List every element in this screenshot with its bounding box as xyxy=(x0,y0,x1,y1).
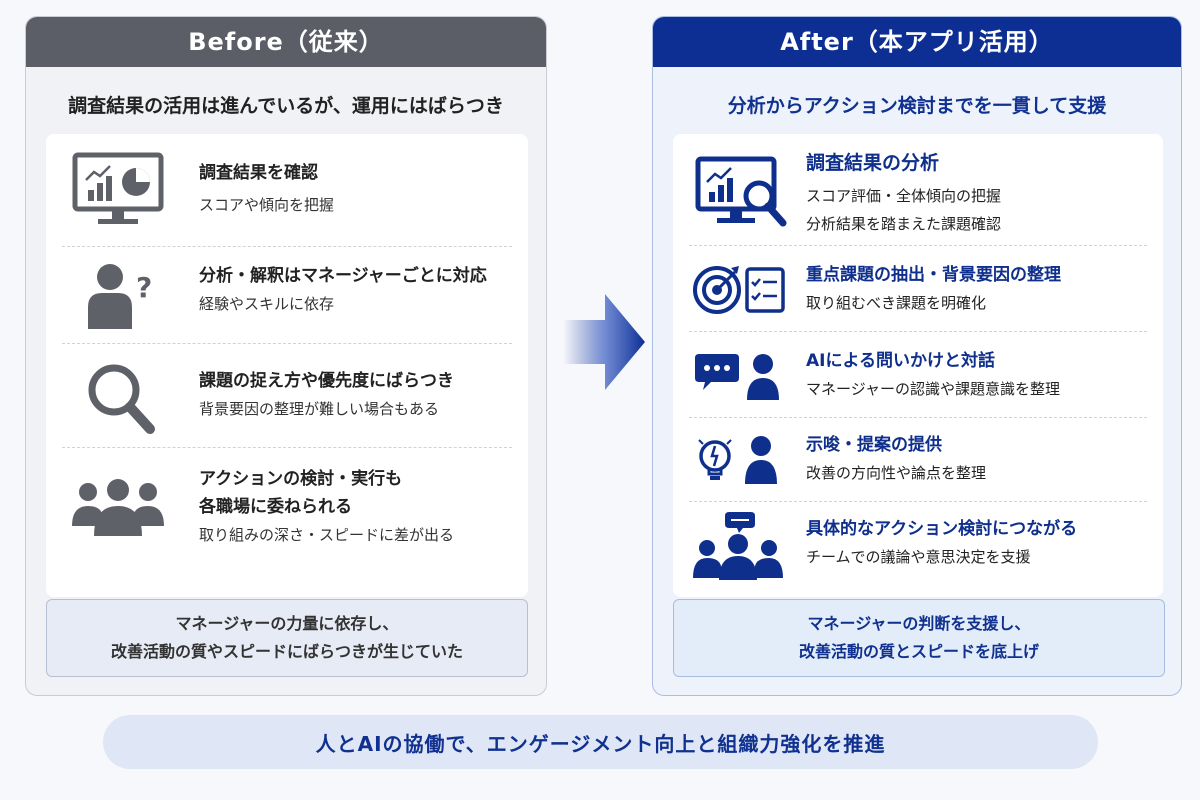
before-item-4-title-line2: 各職場に委ねられる xyxy=(199,497,352,517)
before-item-1-desc: スコアや傾向を把握 xyxy=(199,196,335,214)
transition-arrow-icon xyxy=(563,294,647,394)
before-item-1-text: 調査結果を確認 スコアや傾向を把握 xyxy=(199,160,334,218)
after-summary: マネージャーの判断を支援し、 改善活動の質とスピードを底上げ xyxy=(673,599,1165,677)
divider xyxy=(62,447,512,448)
after-items-card: 調査結果の分析 スコア評価・全体傾向の把握 分析結果を踏まえた課題確認 xyxy=(673,134,1163,597)
before-item-3: 課題の捉え方や優先度にばらつき 背景要因の整理が難しい場合もある xyxy=(46,344,528,448)
before-subtitle: 調査結果の活用は進んでいるが、運用にはばらつき xyxy=(68,95,504,117)
before-item-2-text: 分析・解釈はマネージャーごとに対応 経験やスキルに依存 xyxy=(199,263,487,317)
person-question-icon: ? xyxy=(86,263,158,335)
after-item-5-text: 具体的なアクション検討につながる チームでの議論や意思決定を支援 xyxy=(806,516,1077,570)
after-item-4-title: 示唆・提案の提供 xyxy=(806,435,942,455)
after-item-4-desc: 改善の方向性や論点を整理 xyxy=(806,464,987,482)
before-item-2: ? 分析・解釈はマネージャーごとに対応 経験やスキルに依存 xyxy=(46,247,528,344)
before-item-4: アクションの検討・実行も 各職場に委ねられる 取り組みの深さ・スピードに差が出る xyxy=(46,448,528,593)
magnifier-icon xyxy=(86,362,156,438)
before-item-4-text: アクションの検討・実行も 各職場に委ねられる 取り組みの深さ・スピードに差が出る xyxy=(199,466,454,548)
after-item-4-text: 示唆・提案の提供 改善の方向性や論点を整理 xyxy=(806,432,986,486)
after-item-2-text: 重点課題の抽出・背景要因の整理 取り組むべき課題を明確化 xyxy=(806,262,1061,316)
before-item-1-title: 調査結果を確認 xyxy=(199,163,318,183)
after-item-1-desc2: 分析結果を踏まえた課題確認 xyxy=(806,215,1002,233)
before-item-3-desc: 背景要因の整理が難しい場合もある xyxy=(199,400,440,418)
divider xyxy=(62,343,512,344)
divider xyxy=(689,331,1147,332)
target-checklist-icon xyxy=(691,262,787,320)
before-item-2-title: 分析・解釈はマネージャーごとに対応 xyxy=(199,266,487,286)
after-item-5-desc: チームでの議論や意思決定を支援 xyxy=(806,548,1031,566)
before-item-4-title-line1: アクションの検討・実行も xyxy=(199,469,403,489)
before-item-1: 調査結果を確認 スコアや傾向を把握 xyxy=(46,134,528,247)
before-items-card: 調査結果を確認 スコアや傾向を把握 ? 分析・解釈はマネージャーごとに対応 経験… xyxy=(46,134,528,597)
before-summary-line1: マネージャーの力量に依存し、 xyxy=(175,614,399,633)
footer-banner: 人とAIの協働で、エンゲージメント向上と組織力強化を推進 xyxy=(103,715,1098,769)
chat-person-icon xyxy=(695,352,785,406)
bulb-person-icon xyxy=(695,434,785,490)
after-item-2: 重点課題の抽出・背景要因の整理 取り組むべき課題を明確化 xyxy=(673,246,1163,332)
monitor-magnifier-icon xyxy=(695,156,789,234)
before-panel: Before（従来） 調査結果の活用は進んでいるが、運用にはばらつき 調査結 xyxy=(25,16,547,696)
after-item-4: 示唆・提案の提供 改善の方向性や論点を整理 xyxy=(673,418,1163,502)
before-item-2-desc: 経験やスキルに依存 xyxy=(199,295,335,313)
divider xyxy=(689,501,1147,502)
before-item-3-title: 課題の捉え方や優先度にばらつき xyxy=(199,371,454,391)
after-summary-line2: 改善活動の質とスピードを底上げ xyxy=(798,642,1039,661)
svg-text:?: ? xyxy=(136,271,152,304)
after-item-2-title: 重点課題の抽出・背景要因の整理 xyxy=(806,265,1061,285)
after-item-3-desc: マネージャーの認識や課題意識を整理 xyxy=(806,380,1060,398)
after-item-1-text: 調査結果の分析 スコア評価・全体傾向の把握 分析結果を踏まえた課題確認 xyxy=(806,150,1001,238)
footer-text: 人とAIの協働で、エンゲージメント向上と組織力強化を推進 xyxy=(315,731,886,756)
after-item-5-title: 具体的なアクション検討につながる xyxy=(806,519,1078,539)
after-item-1-desc1: スコア評価・全体傾向の把握 xyxy=(806,187,1002,205)
divider xyxy=(689,245,1147,246)
team-discussion-icon xyxy=(693,510,783,584)
after-item-5: 具体的なアクション検討につながる チームでの議論や意思決定を支援 xyxy=(673,502,1163,594)
before-summary-line2: 改善活動の質やスピードにばらつきが生じていた xyxy=(110,642,463,661)
after-panel: After（本アプリ活用） 分析からアクション検討までを一貫して支援 調査結 xyxy=(652,16,1182,696)
after-item-3-title: AIによる問いかけと対話 xyxy=(806,351,995,371)
after-item-1: 調査結果の分析 スコア評価・全体傾向の把握 分析結果を踏まえた課題確認 xyxy=(673,134,1163,246)
after-subtitle: 分析からアクション検討までを一貫して支援 xyxy=(727,95,1107,117)
monitor-chart-icon xyxy=(72,152,164,232)
before-item-4-desc: 取り組みの深さ・スピードに差が出る xyxy=(199,526,455,544)
before-item-3-text: 課題の捉え方や優先度にばらつき 背景要因の整理が難しい場合もある xyxy=(199,368,454,422)
after-item-2-desc: 取り組むべき課題を明確化 xyxy=(806,294,987,312)
after-header: After（本アプリ活用） xyxy=(653,17,1181,67)
after-item-1-title: 調査結果の分析 xyxy=(806,152,940,174)
before-summary: マネージャーの力量に依存し、 改善活動の質やスピードにばらつきが生じていた xyxy=(46,599,528,677)
divider xyxy=(62,246,512,247)
after-item-3: AIによる問いかけと対話 マネージャーの認識や課題意識を整理 xyxy=(673,332,1163,418)
group-icon xyxy=(72,478,164,542)
divider xyxy=(689,417,1147,418)
after-item-3-text: AIによる問いかけと対話 マネージャーの認識や課題意識を整理 xyxy=(806,348,1060,402)
before-header: Before（従来） xyxy=(26,17,546,67)
after-summary-line1: マネージャーの判断を支援し、 xyxy=(807,614,1031,633)
